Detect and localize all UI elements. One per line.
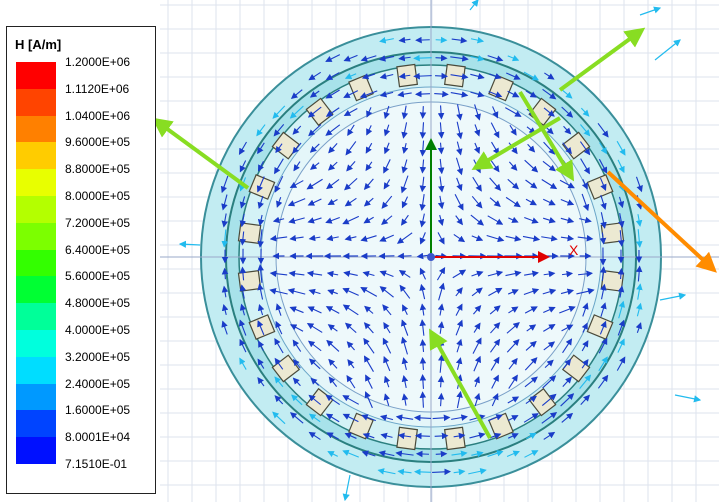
origin-dot (427, 253, 435, 261)
legend-swatch (16, 249, 56, 277)
legend-swatch (16, 115, 56, 143)
legend-swatch (16, 330, 56, 358)
legend-swatch (16, 169, 56, 197)
legend-swatch (16, 62, 56, 90)
legend-swatch (16, 88, 56, 117)
legend-tick-label: 6.4000E+05 (65, 242, 131, 257)
legend-swatch (16, 276, 56, 304)
legend-tick-label: 4.0000E+05 (65, 323, 131, 337)
legend-tick-label: 8.0000E+05 (65, 189, 131, 203)
legend-tick-label: 7.2000E+05 (65, 215, 131, 230)
legend-swatch (16, 222, 56, 251)
legend-tick-label: 5.6000E+05 (65, 269, 131, 284)
legend-tick-label: 8.0001E+04 (65, 430, 131, 445)
legend-tick-label: 4.8000E+05 (65, 296, 131, 311)
legend-tick-label: 1.0400E+06 (65, 108, 131, 123)
legend-swatch (16, 142, 56, 170)
x-axis-label: X (569, 242, 579, 258)
legend-swatch (16, 356, 56, 385)
legend-swatch (16, 303, 56, 331)
legend-tick-label: 1.2000E+06 (65, 55, 131, 69)
coordinate-axes: X (425, 138, 579, 263)
field-vectors-large (151, 27, 717, 439)
legend-tick-label: 7.1510E-01 (65, 457, 128, 471)
legend-tick-label: 8.8000E+05 (65, 162, 131, 177)
legend-swatch (16, 383, 56, 411)
legend-tick-label: 3.2000E+05 (65, 349, 131, 364)
legend-tick-label: 1.6000E+05 (65, 403, 131, 418)
legend-tick-label: 2.4000E+05 (65, 376, 131, 391)
legend-swatch (16, 437, 56, 465)
legend-swatch (16, 410, 56, 438)
legend-swatch (16, 196, 56, 224)
legend-tick-label: 9.6000E+05 (65, 135, 131, 150)
color-legend[interactable]: H [A/m] 1.2000E+06 1.1120E+06 1.0400E+06 9.… (6, 26, 156, 494)
legend-title: H [A/m] (15, 37, 62, 52)
legend-tick-label: 1.1120E+06 (65, 81, 130, 96)
